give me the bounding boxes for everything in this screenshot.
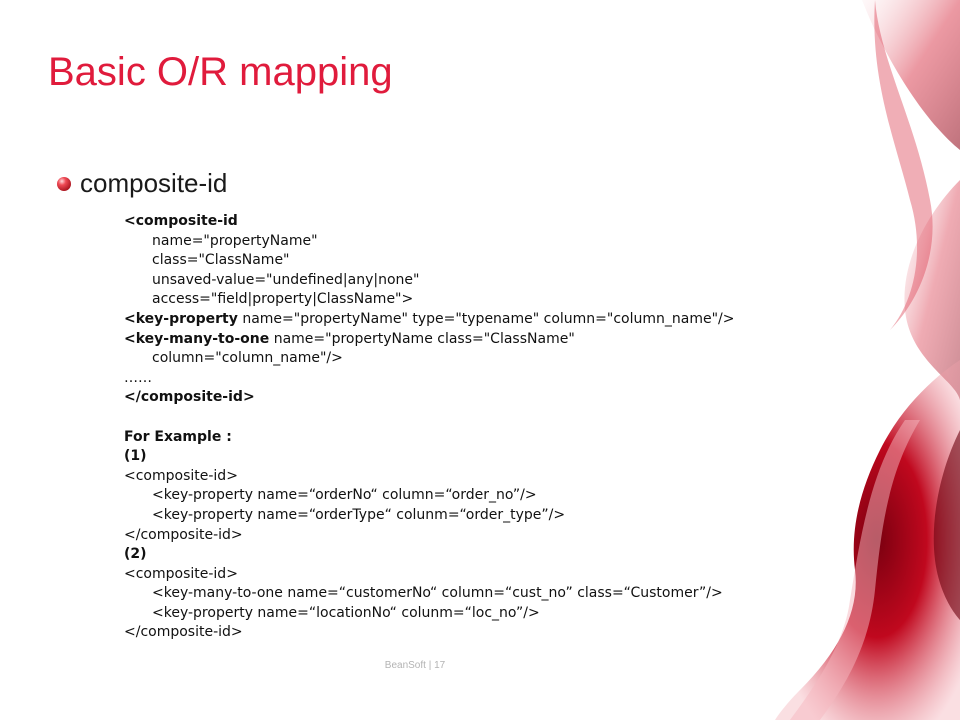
- code-line: <composite-id>: [124, 565, 238, 582]
- code-line: <key-property name=“locationNo“ colunm=“…: [152, 604, 540, 621]
- example-label: (2): [124, 546, 147, 563]
- code-line: access="field|property|ClassName">: [152, 291, 414, 308]
- smoke-plume-highlight: [933, 430, 960, 620]
- slide-footer: BeanSoft | 17: [384, 660, 446, 671]
- code-attrs: name="propertyName" type="typename" colu…: [237, 310, 735, 327]
- code-attrs: name="propertyName class="ClassName": [269, 330, 575, 347]
- bullet-text: composite-id: [80, 168, 228, 198]
- code-line: </composite-id>: [124, 389, 255, 406]
- code-line: <composite-id: [124, 213, 238, 229]
- code-block: <composite-id name="propertyName" class=…: [124, 212, 844, 643]
- slide-title: Basic O/R mapping: [48, 50, 393, 94]
- code-line: column="column_name"/>: [152, 350, 343, 367]
- code-tag: <key-many-to-one: [124, 330, 270, 347]
- red-sphere-bullet-icon: [57, 176, 71, 191]
- code-tag: <key-property: [124, 310, 238, 327]
- code-line: <key-property name=“orderType“ colunm=“o…: [152, 506, 566, 523]
- code-line: <key-many-to-one name="propertyName clas…: [124, 330, 844, 350]
- code-line: <key-property name=“orderNo“ column=“ord…: [152, 487, 537, 504]
- code-line: name="propertyName": [152, 232, 318, 249]
- example-heading: For Example :: [124, 428, 232, 445]
- code-line: <key-many-to-one name=“customerNo“ colum…: [152, 585, 723, 602]
- code-line: unsaved-value="undefined|any|none": [152, 271, 420, 288]
- code-line: <key-property name="propertyName" type="…: [124, 310, 844, 330]
- code-line: <composite-id>: [124, 467, 238, 484]
- blank-line: [124, 408, 844, 428]
- smoke-plume-edge: [790, 420, 920, 720]
- bullet-item: composite-id: [56, 168, 227, 199]
- example-label: (1): [124, 448, 147, 465]
- code-line: </composite-id>: [124, 624, 243, 641]
- code-line: ……: [124, 369, 152, 386]
- smoke-swirl-mid: [904, 180, 960, 400]
- smoke-wisp-top: [862, 0, 960, 150]
- code-line: </composite-id>: [124, 526, 243, 543]
- code-line: class="ClassName": [152, 252, 290, 269]
